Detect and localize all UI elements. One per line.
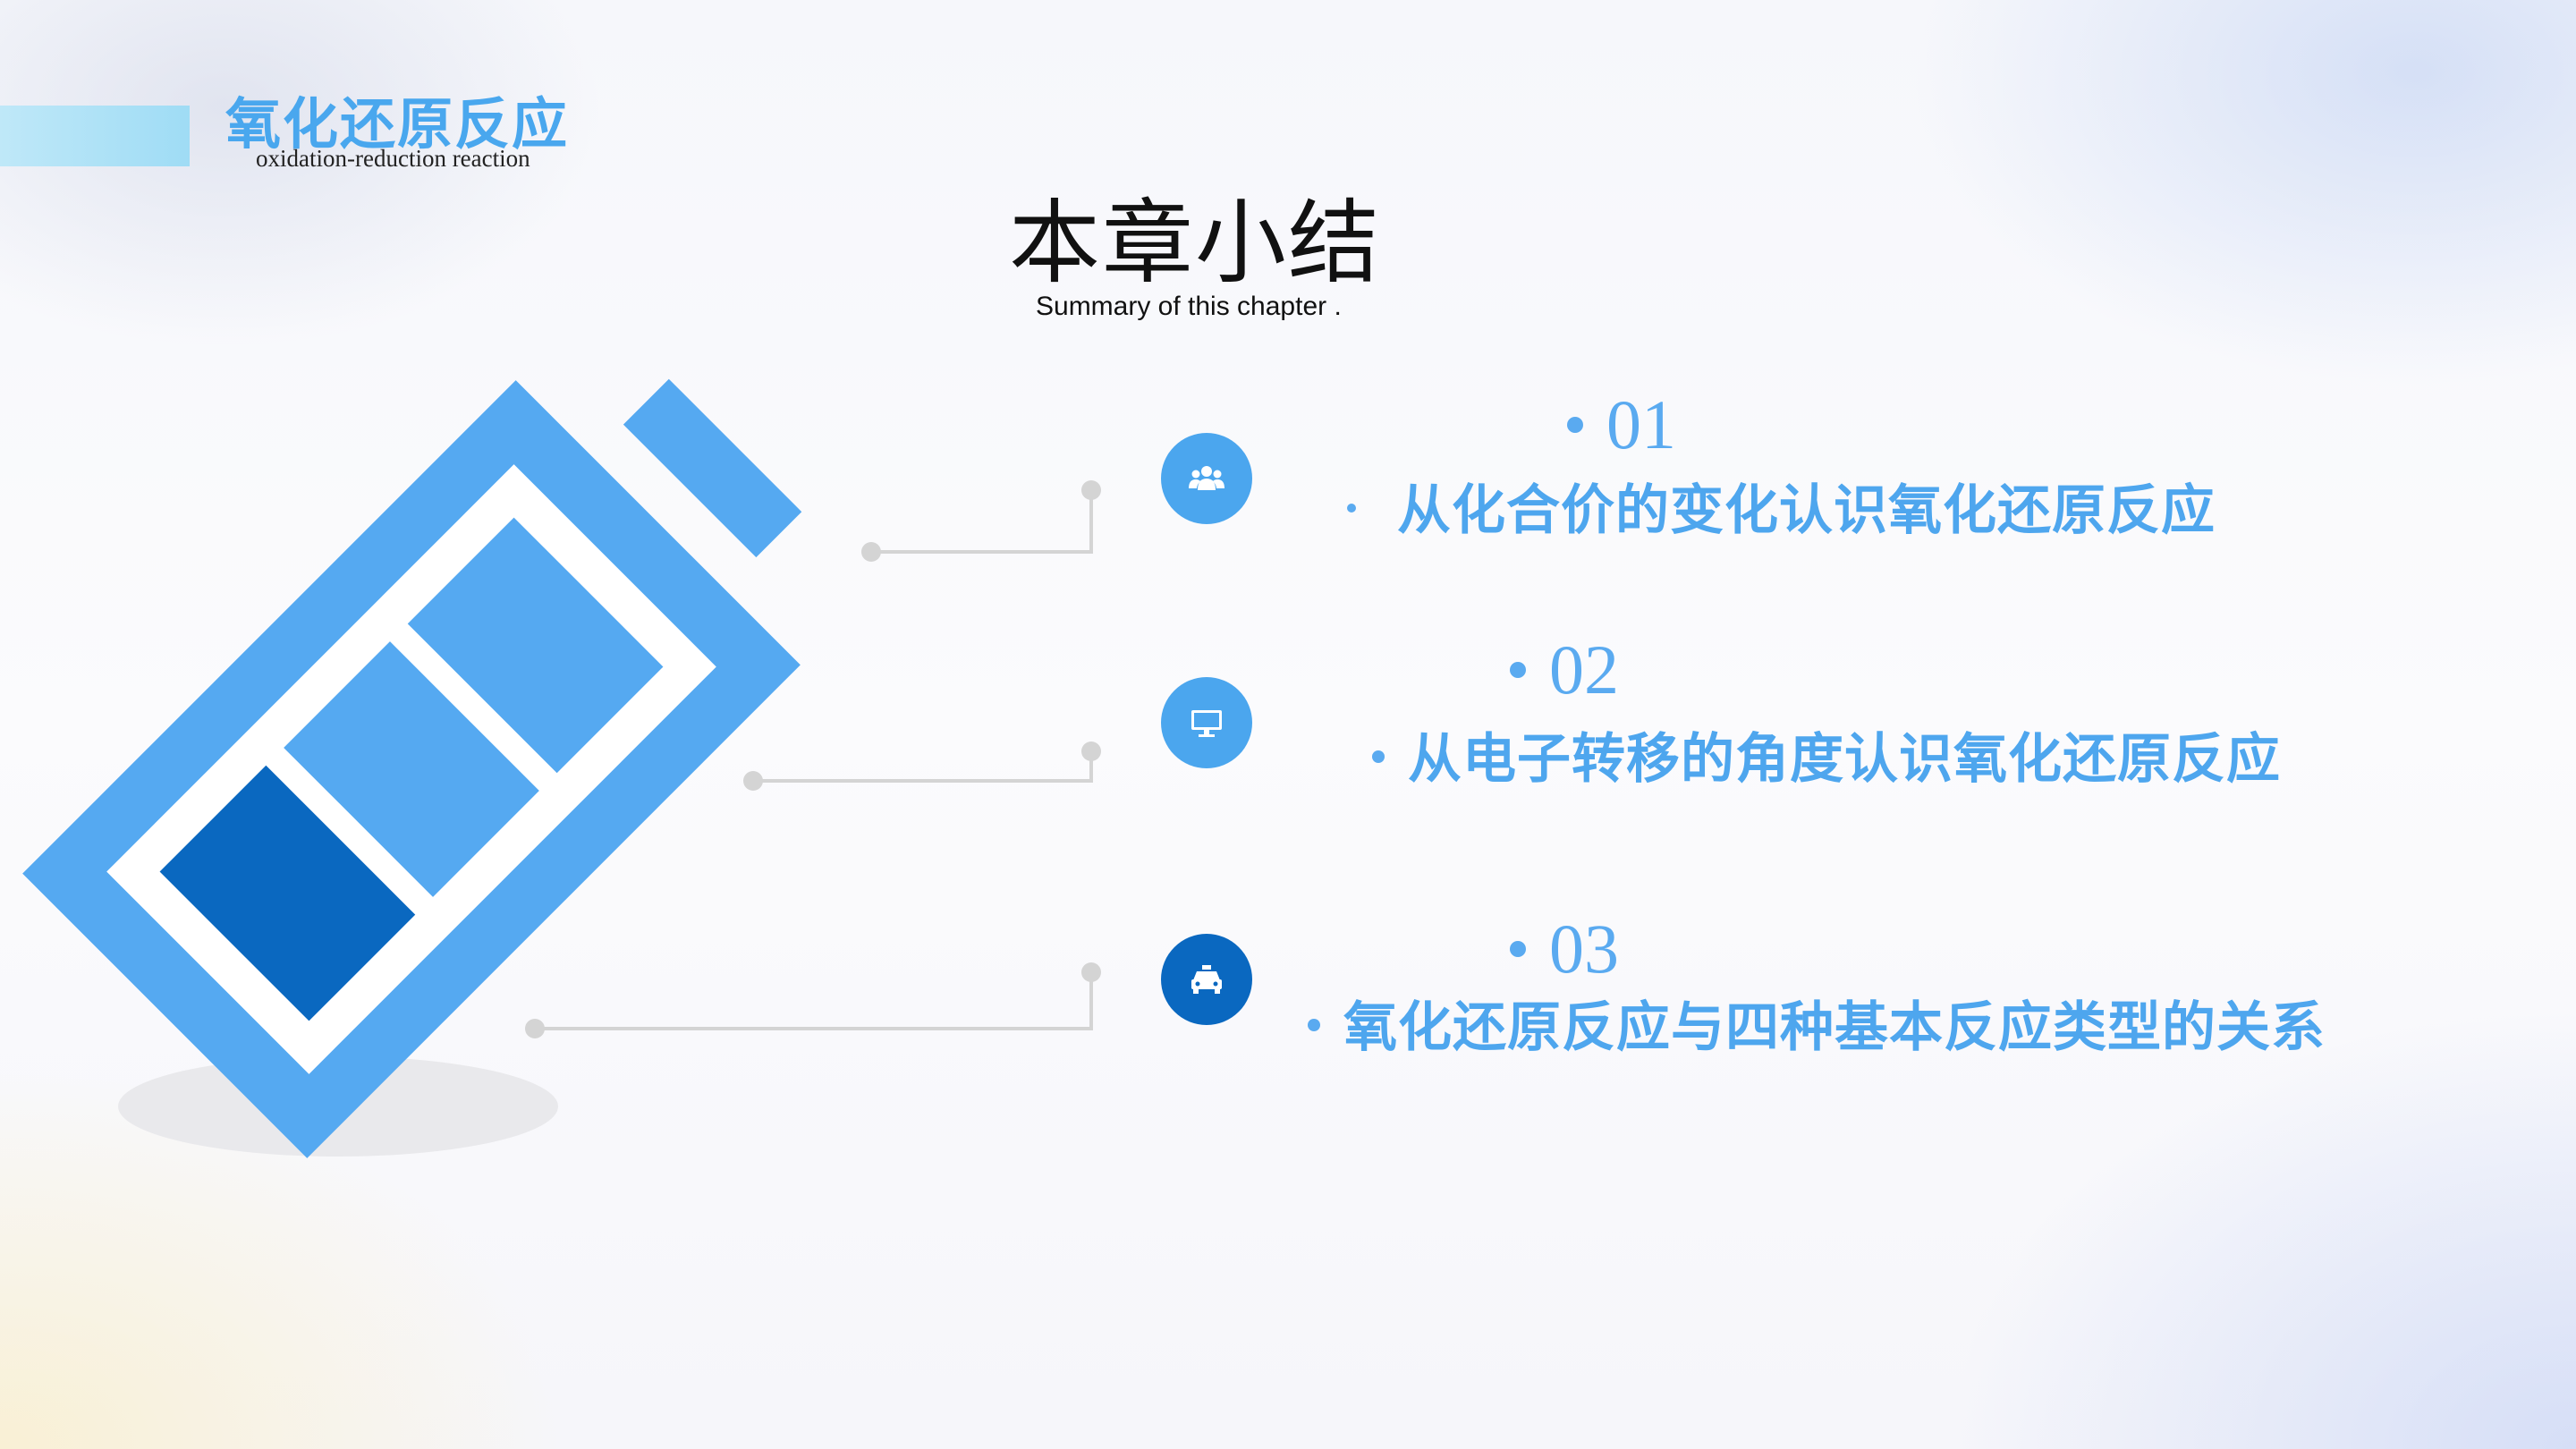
item-text-2: 从电子转移的角度认识氧化还原反应: [1372, 716, 2281, 793]
item-number-2: 02: [1510, 630, 1619, 710]
item-text-1: 从化合价的变化认识氧化还原反应: [1347, 467, 2216, 545]
connector-2: [753, 751, 1093, 783]
connector-3: [535, 972, 1093, 1030]
battery-cell-2: [284, 641, 539, 897]
item-text-3: 氧化还原反应与四种基本反应类型的关系: [1308, 984, 2326, 1062]
page-title: 本章小结: [1009, 191, 1381, 297]
header-subtitle: oxidation-reduction reaction: [256, 145, 530, 172]
item-number-1: 01: [1567, 385, 1676, 465]
taxi-icon: [1161, 934, 1252, 1025]
item-number-3: 03: [1510, 909, 1619, 989]
header-title: 氧化还原反应: [225, 91, 570, 157]
page-subtitle: Summary of this chapter .: [1036, 292, 1342, 321]
battery-cap: [623, 378, 802, 558]
battery-cell-3: [407, 517, 664, 774]
monitor-icon: [1161, 677, 1252, 768]
connector-1: [871, 490, 1093, 554]
users-icon: [1161, 433, 1252, 524]
battery-cell-1: [159, 765, 416, 1021]
header-accent-bar: [0, 106, 190, 166]
